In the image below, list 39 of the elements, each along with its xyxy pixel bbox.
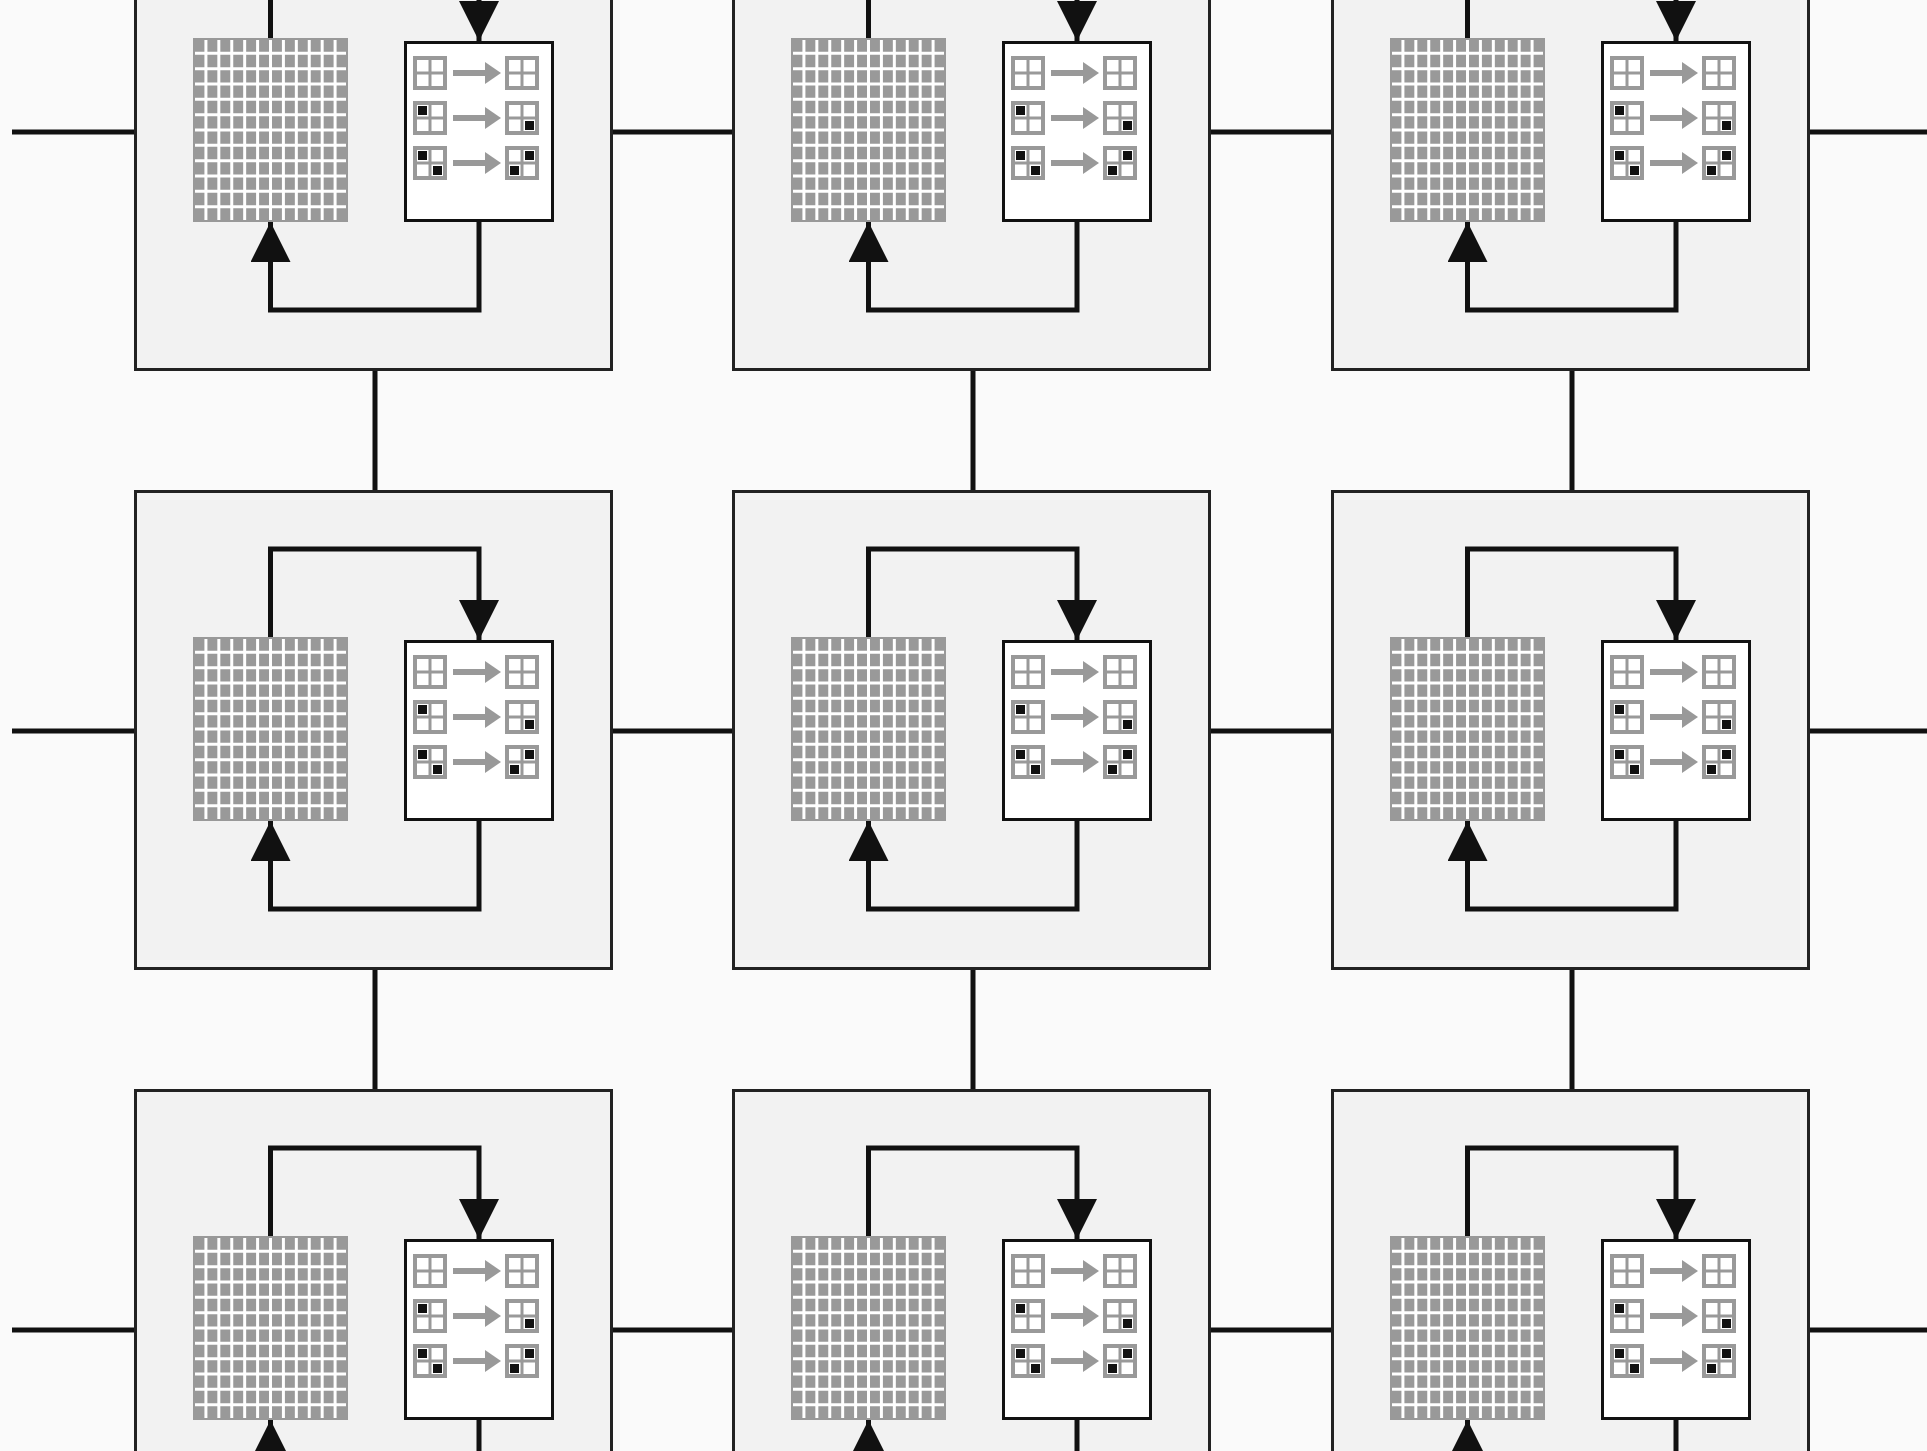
- arrow: [848, 222, 1080, 313]
- cell-box: [732, 1089, 1211, 1451]
- connector-line: [372, 371, 378, 490]
- connector-line: [1211, 728, 1331, 734]
- cell-box: [1331, 490, 1810, 970]
- arrow: [1465, 1145, 1696, 1239]
- cell-box: [134, 0, 613, 371]
- cell-box: [134, 1089, 613, 1451]
- arrow: [866, 546, 1097, 640]
- connector-line: [613, 129, 732, 135]
- connector-line: [1810, 728, 1927, 734]
- connector-line: [1569, 371, 1575, 490]
- arrow: [866, 1145, 1097, 1239]
- cell-box: [1331, 0, 1810, 371]
- connector-line: [12, 129, 134, 135]
- connector-line: [613, 1327, 732, 1333]
- arrow: [268, 546, 499, 640]
- connector-line: [613, 728, 732, 734]
- connector-line: [12, 1327, 134, 1333]
- cell-box: [1331, 1089, 1810, 1451]
- connector-line: [1810, 129, 1927, 135]
- arrow: [1447, 222, 1679, 313]
- arrow: [848, 821, 1080, 912]
- connector-line: [1569, 970, 1575, 1089]
- connector-line: [1211, 1327, 1331, 1333]
- connector-line: [970, 371, 976, 490]
- connector-line: [12, 728, 134, 734]
- cell-box: [134, 490, 613, 970]
- arrow: [250, 222, 482, 313]
- connector-line: [372, 970, 378, 1089]
- cell-box: [732, 0, 1211, 371]
- arrow: [1447, 821, 1679, 912]
- arrow: [268, 1145, 499, 1239]
- arrow: [250, 821, 482, 912]
- cell-box: [732, 490, 1211, 970]
- connector-line: [970, 970, 976, 1089]
- arrow: [1465, 546, 1696, 640]
- connector-line: [1810, 1327, 1927, 1333]
- connector-line: [1211, 129, 1331, 135]
